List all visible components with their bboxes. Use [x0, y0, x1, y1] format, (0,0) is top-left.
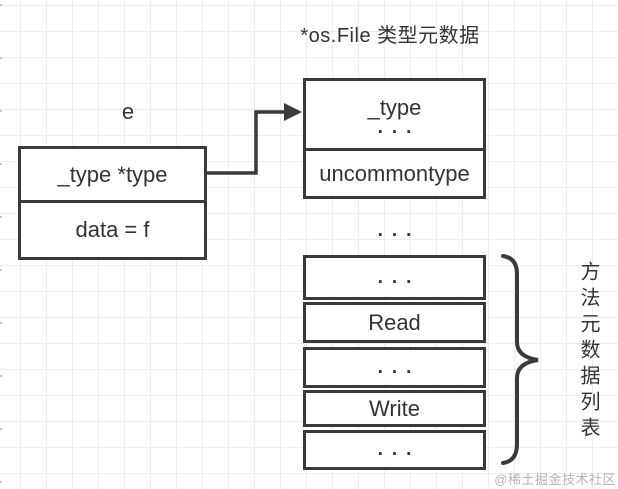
- method-list-brace-label: 方法元数据列表: [577, 261, 599, 443]
- method-row-text: ...: [377, 356, 421, 378]
- method-row-text: ...: [377, 439, 421, 460]
- pointer-arrowhead-icon: [284, 103, 302, 121]
- typemeta-row-uncommontype: uncommontype: [319, 160, 470, 186]
- method-row-ellipsis-3: ...: [303, 430, 486, 470]
- gap-ellipsis-text: ...: [377, 220, 421, 241]
- method-row-write: Write: [303, 390, 486, 427]
- method-row-text: ...: [377, 266, 421, 288]
- typemeta-ellipsis: ...: [377, 116, 421, 138]
- typemeta-type-label: _type: [367, 94, 422, 120]
- eface-box: _type *type data = f: [18, 146, 207, 260]
- pointer-arrow-line: [205, 110, 286, 175]
- typemeta-row-type: _type ...: [306, 81, 483, 151]
- grid-edge-ticks: [0, 4, 2, 486]
- diagram-title: *os.File 类型元数据: [300, 25, 480, 47]
- method-row-ellipsis-1: ...: [303, 255, 486, 300]
- eface-row-type-pointer: _type *type: [21, 149, 204, 203]
- watermark: @稀土掘金技术社区: [494, 472, 616, 487]
- gap-ellipsis: ...: [303, 219, 486, 243]
- eface-variable-label: e: [121, 99, 135, 124]
- curly-brace-icon: [501, 254, 539, 465]
- method-row-ellipsis-2: ...: [303, 347, 486, 388]
- method-row-read: Read: [303, 302, 486, 343]
- typemeta-box: _type ... uncommontype: [303, 78, 486, 199]
- eface-row-data: data = f: [75, 217, 150, 242]
